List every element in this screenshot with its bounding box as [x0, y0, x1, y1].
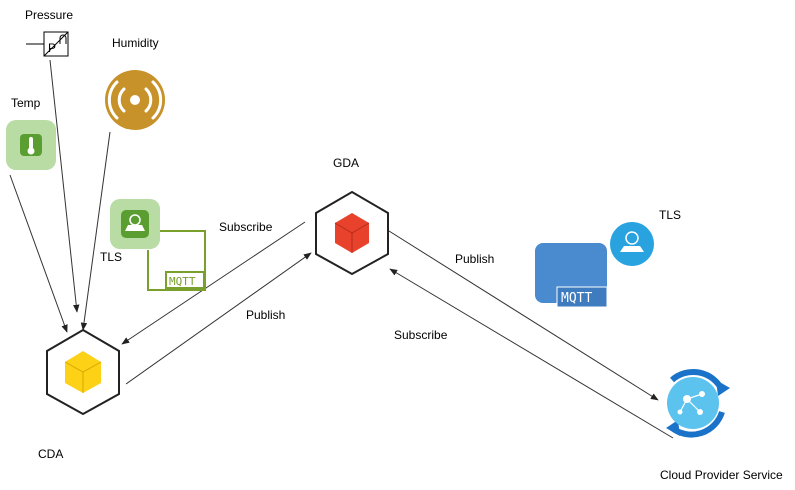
- cloud-label: Cloud Provider Service: [660, 468, 783, 482]
- tls-right-label: TLS: [659, 208, 682, 222]
- edge-gda-to-cloud: [388, 230, 659, 401]
- edge-gda-to-cda: [121, 221, 306, 345]
- edges: [9, 59, 674, 439]
- edge-humidity-to-cda: [80, 131, 111, 331]
- humidity-sensor-icon: [105, 70, 165, 130]
- mqtt-icon: MQTT: [535, 243, 608, 308]
- mqtt-icon: MQTT: [147, 230, 206, 291]
- cloud-service-icon: [666, 368, 730, 438]
- edge-label-gda-to-cloud: Publish: [455, 252, 495, 266]
- thermometer-icon: [6, 120, 56, 170]
- gateway-cube-icon: [315, 190, 389, 276]
- edge-label-gda-to-cda: Subscribe: [219, 220, 273, 234]
- edge-cloud-to-gda: [389, 268, 674, 439]
- edge-cda-to-gda: [125, 252, 312, 385]
- tls-lock-icon: [110, 199, 160, 249]
- tls-left-label: TLS: [100, 250, 123, 264]
- edge-label-cloud-to-gda: Subscribe: [394, 328, 448, 342]
- tls-lock-icon: [610, 222, 654, 266]
- temp-label: Temp: [11, 96, 41, 110]
- pressure-sensor-icon: P: [26, 31, 69, 57]
- edge-pressure-to-cda: [49, 59, 80, 313]
- pressure-label: Pressure: [25, 8, 74, 22]
- gda-label: GDA: [333, 156, 360, 170]
- edge-temp-to-cda: [9, 174, 68, 333]
- cda-label: CDA: [38, 447, 64, 461]
- pressure-glyph: P: [48, 41, 56, 55]
- mqtt-right-label: MQTT: [561, 291, 592, 306]
- mqtt-left-label: MQTT: [169, 275, 196, 288]
- device-cube-icon: [46, 328, 120, 416]
- humidity-label: Humidity: [112, 36, 159, 50]
- edge-label-cda-to-gda: Publish: [246, 308, 286, 322]
